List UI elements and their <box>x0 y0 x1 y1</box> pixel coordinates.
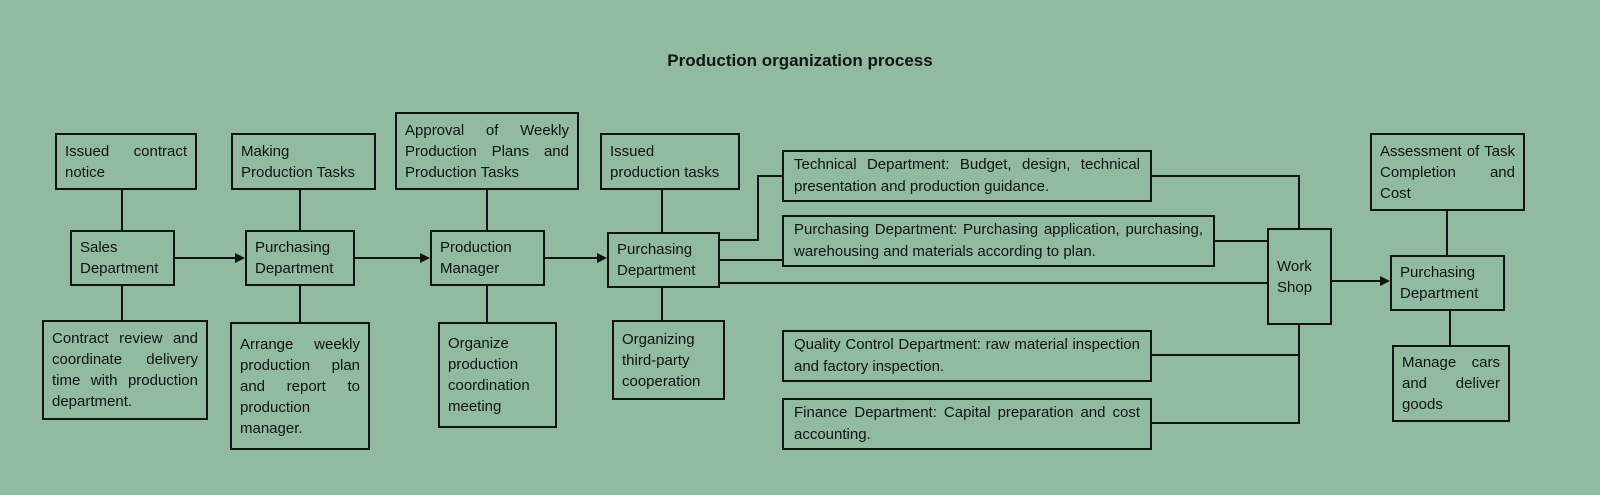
node-label: Purchasing Department <box>255 239 334 277</box>
node-making-production-tasks: Making Production Tasks <box>231 133 376 190</box>
node-label: Finance Department: Capital preparation … <box>794 404 1140 443</box>
node-issued-contract-notice: Issued contract notice <box>55 133 197 190</box>
node-contract-review: Contract review and coordinate delivery … <box>42 320 208 420</box>
arrow-production-manager-to-purchasing-head <box>597 253 607 263</box>
arrow-purchasing-to-production-manager-line <box>355 257 420 259</box>
node-label: Making Production Tasks <box>241 142 355 181</box>
connector-making-tasks-to-purchasing <box>299 190 301 230</box>
node-label: Issued production tasks <box>610 142 720 181</box>
node-purchasing-department-3: Purchasing Department <box>1390 255 1505 311</box>
arrow-production-manager-to-purchasing-line <box>545 257 597 259</box>
connector-purchasing-detail-to-workshop <box>1215 240 1267 242</box>
node-third-party-cooperation: Organizing third-party cooperation <box>612 320 725 400</box>
node-purchasing-department-2: Purchasing Department <box>607 232 720 288</box>
node-label: Assessment of Task Completion and Cost <box>1380 142 1515 202</box>
connector-purchasing-to-technical-v <box>757 175 759 241</box>
arrow-sales-to-purchasing-line <box>175 257 235 259</box>
node-label: Manage cars and deliver goods <box>1402 354 1500 413</box>
node-approval-weekly-plans: Approval of Weekly Production Plans and … <box>395 112 579 190</box>
connector-purchasing-to-purchasing-detail <box>720 259 782 261</box>
connector-purchasing-to-technical-h1 <box>720 239 759 241</box>
connector-sales-to-contract-review <box>121 286 123 320</box>
connector-technical-to-workshop-h <box>1152 175 1300 177</box>
node-work-shop: Work Shop <box>1267 228 1332 325</box>
node-label: Production Manager <box>440 239 512 277</box>
node-finance-department: Finance Department: Capital preparation … <box>782 398 1152 450</box>
node-label: Issued contract notice <box>65 142 187 181</box>
connector-purchasing-to-arrange <box>299 286 301 322</box>
arrow-purchasing-to-production-manager-head <box>420 253 430 263</box>
node-label: Organize production coordination meeting <box>448 335 530 415</box>
node-purchasing-department-1: Purchasing Department <box>245 230 355 286</box>
node-issued-production-tasks: Issued production tasks <box>600 133 740 190</box>
connector-purchasing-to-technical-h2 <box>757 175 782 177</box>
node-quality-control-department: Quality Control Department: raw material… <box>782 330 1152 382</box>
node-label: Organizing third-party cooperation <box>622 330 701 390</box>
node-label: Quality Control Department: raw material… <box>794 336 1140 375</box>
node-sales-department: Sales Department <box>70 230 175 286</box>
node-organize-meeting: Organize production coordination meeting <box>438 322 557 428</box>
node-technical-department: Technical Department: Budget, design, te… <box>782 150 1152 202</box>
node-label: Purchasing Department <box>617 241 696 279</box>
arrow-sales-to-purchasing-head <box>235 253 245 263</box>
node-label: Contract review and coordinate delivery … <box>52 330 198 410</box>
arrow-workshop-to-purchasing-line <box>1332 280 1380 282</box>
node-manage-cars: Manage cars and deliver goods <box>1392 345 1510 422</box>
connector-approval-to-production-manager <box>486 190 488 230</box>
diagram-title: Production organization process <box>667 51 933 70</box>
connector-issued-tasks-to-purchasing <box>661 190 663 232</box>
node-production-manager: Production Manager <box>430 230 545 286</box>
node-assessment-task-completion: Assessment of Task Completion and Cost <box>1370 133 1525 211</box>
node-label: Work Shop <box>1277 257 1313 296</box>
node-label: Arrange weekly production plan and repor… <box>240 335 360 437</box>
node-label: Technical Department: Budget, design, te… <box>794 156 1140 195</box>
node-label: Sales Department <box>80 239 159 277</box>
arrow-workshop-to-purchasing-head <box>1380 276 1390 286</box>
connector-purchasing-to-manage-cars <box>1449 310 1451 345</box>
connector-finance-to-workshop-h <box>1152 422 1300 424</box>
connector-assessment-to-purchasing <box>1446 210 1448 255</box>
connector-workshop-bottom-v <box>1298 323 1300 424</box>
node-label: Purchasing Department <box>1400 264 1479 302</box>
node-label: Purchasing Department: Purchasing applic… <box>794 221 1203 260</box>
node-purchasing-department-detail: Purchasing Department: Purchasing applic… <box>782 215 1215 267</box>
connector-technical-to-workshop-v <box>1298 175 1300 230</box>
connector-quality-to-workshop-h <box>1152 354 1300 356</box>
node-label: Approval of Weekly Production Plans and … <box>405 121 569 181</box>
connector-issued-contract-to-sales <box>121 190 123 230</box>
node-arrange-weekly-plan: Arrange weekly production plan and repor… <box>230 322 370 450</box>
connector-production-manager-to-organize <box>486 286 488 322</box>
connector-purchasing-to-third-party <box>661 288 663 320</box>
connector-purchasing-to-workshop <box>720 282 1267 284</box>
